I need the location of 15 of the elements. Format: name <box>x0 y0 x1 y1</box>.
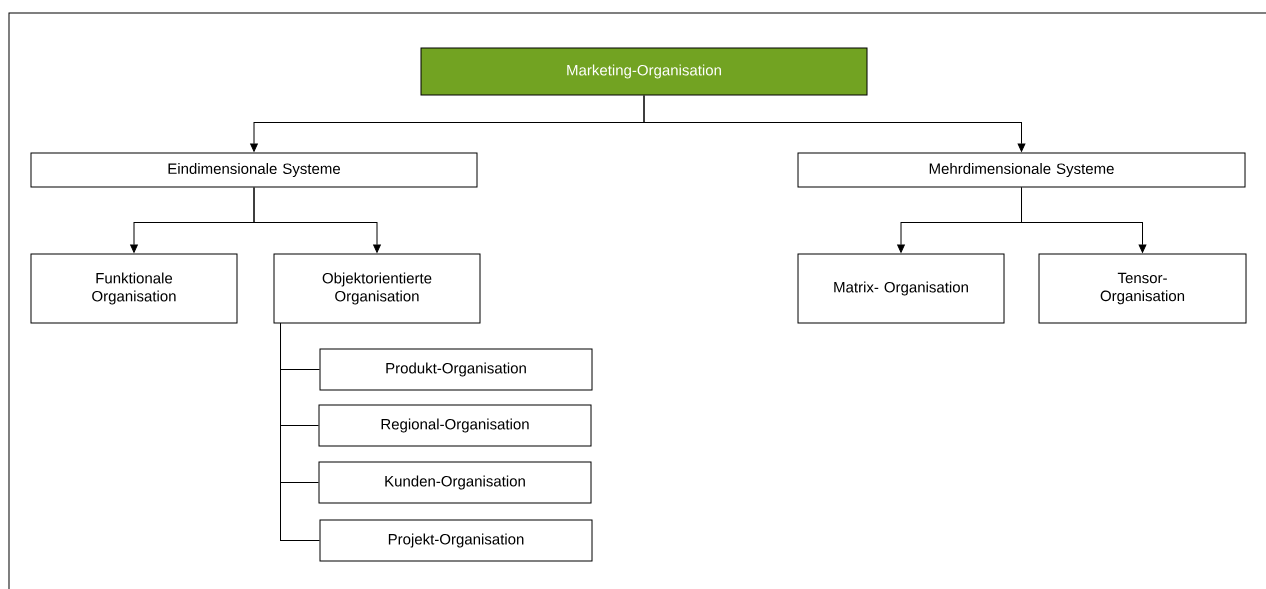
organisation-box: Projekt-Organisation <box>319 519 593 562</box>
organisation-box: Produkt-Organisation <box>319 348 593 391</box>
connector <box>643 95 1026 152</box>
organisation-box: Regional-Organisation <box>318 404 592 447</box>
connector <box>253 187 381 253</box>
organisation-box: Funktionale Organisation <box>30 253 238 324</box>
connector <box>1021 187 1147 253</box>
organisation-box: Tensor- Organisation <box>1038 253 1247 324</box>
organisation-box: Matrix- Organisation <box>797 253 1005 324</box>
organisation-box: Objektorientierte Organisation <box>273 253 481 324</box>
connector <box>280 323 320 541</box>
root-box: Marketing-Organisation <box>420 47 868 96</box>
organisation-box: Kunden-Organisation <box>318 461 592 504</box>
category-box: Mehrdimensionale Systeme <box>797 152 1246 188</box>
category-box: Eindimensionale Systeme <box>30 152 478 188</box>
